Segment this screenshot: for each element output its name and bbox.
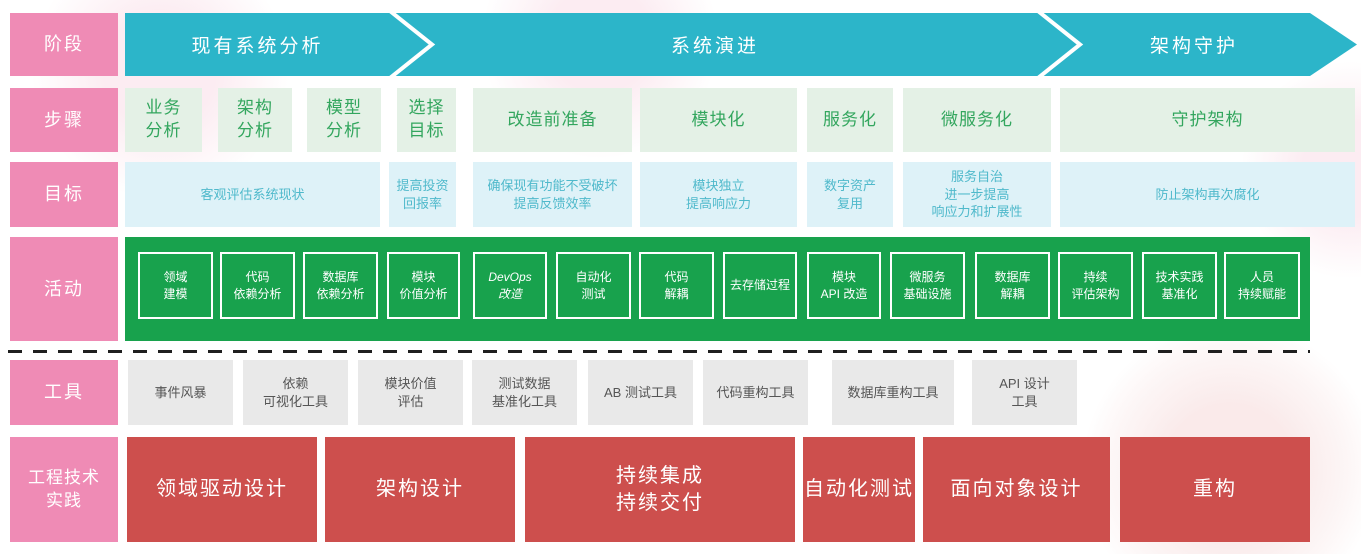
step-box: 业务 分析 bbox=[125, 88, 202, 152]
phase-chevron-divider-1 bbox=[389, 13, 436, 76]
row-label-steps: 步骤 bbox=[10, 88, 118, 152]
phase-segment-architecture-guard: 架构守护 bbox=[1149, 36, 1238, 57]
phase-arrow bbox=[125, 13, 1357, 76]
practice-box: 自动化测试 bbox=[803, 437, 915, 542]
goal-box: 模块独立 提高响应力 bbox=[640, 162, 797, 227]
activity-box: 自动化 测试 bbox=[556, 252, 631, 319]
step-box: 模块化 bbox=[640, 88, 797, 152]
goal-box: 服务自治 进一步提高 响应力和扩展性 bbox=[903, 162, 1051, 227]
tool-box: API 设计 工具 bbox=[972, 360, 1077, 425]
practice-box: 重构 bbox=[1120, 437, 1310, 542]
goal-box: 数字资产 复用 bbox=[807, 162, 893, 227]
activity-box: 领域 建模 bbox=[138, 252, 213, 319]
step-box: 服务化 bbox=[807, 88, 893, 152]
activity-box: 代码 解耦 bbox=[639, 252, 714, 319]
phase-segment-existing-system-analysis: 现有系统分析 bbox=[191, 36, 324, 57]
tool-box: 模块价值 评估 bbox=[358, 360, 463, 425]
step-box: 模型 分析 bbox=[307, 88, 381, 152]
tool-box: AB 测试工具 bbox=[588, 360, 693, 425]
practice-box: 架构设计 bbox=[325, 437, 515, 542]
phase-arrow-shape bbox=[125, 13, 1357, 76]
activity-box: 去存储过程 bbox=[723, 252, 797, 319]
goal-box: 客观评估系统现状 bbox=[125, 162, 380, 227]
activity-band bbox=[125, 237, 1310, 341]
activity-box: 数据库 解耦 bbox=[975, 252, 1050, 319]
activity-box: 数据库 依赖分析 bbox=[303, 252, 378, 319]
phase-segment-system-evolution: 系统演进 bbox=[670, 36, 759, 57]
tool-box: 测试数据 基准化工具 bbox=[472, 360, 577, 425]
practice-box: 面向对象设计 bbox=[923, 437, 1110, 542]
activity-box: 微服务 基础设施 bbox=[890, 252, 965, 319]
tool-box: 依赖 可视化工具 bbox=[243, 360, 348, 425]
goal-box: 确保现有功能不受破坏 提高反馈效率 bbox=[473, 162, 632, 227]
activity-box: 持续 评估架构 bbox=[1058, 252, 1133, 319]
practice-box: 领域驱动设计 bbox=[127, 437, 317, 542]
row-label-practices: 工程技术 实践 bbox=[10, 437, 118, 542]
activity-box: 代码 依赖分析 bbox=[220, 252, 295, 319]
step-box: 微服务化 bbox=[903, 88, 1051, 152]
goal-box: 提高投资 回报率 bbox=[389, 162, 456, 227]
goal-box: 防止架构再次腐化 bbox=[1060, 162, 1355, 227]
step-box: 选择 目标 bbox=[397, 88, 456, 152]
step-box: 守护架构 bbox=[1060, 88, 1355, 152]
activity-box: 模块 API 改造 bbox=[807, 252, 881, 319]
tool-box: 数据库重构工具 bbox=[832, 360, 954, 425]
activity-box: 人员 持续赋能 bbox=[1224, 252, 1300, 319]
activity-box: 技术实践 基准化 bbox=[1142, 252, 1217, 319]
step-box: 架构 分析 bbox=[218, 88, 292, 152]
row-label-tools: 工具 bbox=[10, 360, 118, 425]
row-label-activities: 活动 bbox=[10, 237, 118, 341]
practice-box: 持续集成 持续交付 bbox=[525, 437, 795, 542]
tool-box: 事件风暴 bbox=[128, 360, 233, 425]
activity-box: 模块 价值分析 bbox=[387, 252, 460, 319]
phase-chevron-divider-2 bbox=[1037, 13, 1084, 76]
row-label-goals: 目标 bbox=[10, 162, 118, 227]
row-label-phase: 阶段 bbox=[10, 13, 118, 76]
dashed-divider bbox=[8, 350, 1310, 353]
step-box: 改造前准备 bbox=[473, 88, 632, 152]
activity-box: DevOps 改造 bbox=[473, 252, 547, 319]
tool-box: 代码重构工具 bbox=[703, 360, 808, 425]
